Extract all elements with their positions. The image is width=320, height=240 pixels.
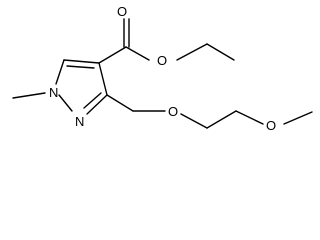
bond-c4-carbonylc: [98, 46, 127, 64]
bond-estero-ch2: [176, 43, 208, 61]
ether-oxygen-1-label: O: [168, 104, 178, 119]
bond-o1-ch2: [180, 113, 208, 129]
bond-n1-c5: [55, 59, 65, 85]
bond-c4-c3: [98, 62, 108, 96]
ester-oxygen-label: O: [157, 53, 167, 68]
bond-c5-c4: [63, 59, 100, 64]
bond-o2-methyl: [283, 111, 313, 125]
bond-ch2-ch3: [206, 43, 235, 61]
carbonyl-oxygen-label: O: [117, 4, 127, 19]
bond-ch2-ch2: [206, 110, 237, 129]
bond-c3-ch2: [106, 94, 134, 112]
ring-nitrogen-2-label: N: [75, 114, 84, 129]
bond-n1-methyl: [12, 92, 46, 99]
bond-carbonylc-estero: [125, 46, 150, 61]
ring-nitrogen-1-label: N: [49, 85, 58, 100]
ether-oxygen-2-label: O: [266, 118, 276, 133]
chemical-structure-diagram: O O N N O O: [12, 4, 313, 133]
bond-c3-n2: [86, 94, 108, 115]
bond-c5-c4-double: [66, 65, 95, 69]
bond-n2-n1: [58, 94, 73, 112]
bond-ch2-o2: [235, 110, 264, 125]
bond-c3-n2-double: [83, 92, 102, 109]
